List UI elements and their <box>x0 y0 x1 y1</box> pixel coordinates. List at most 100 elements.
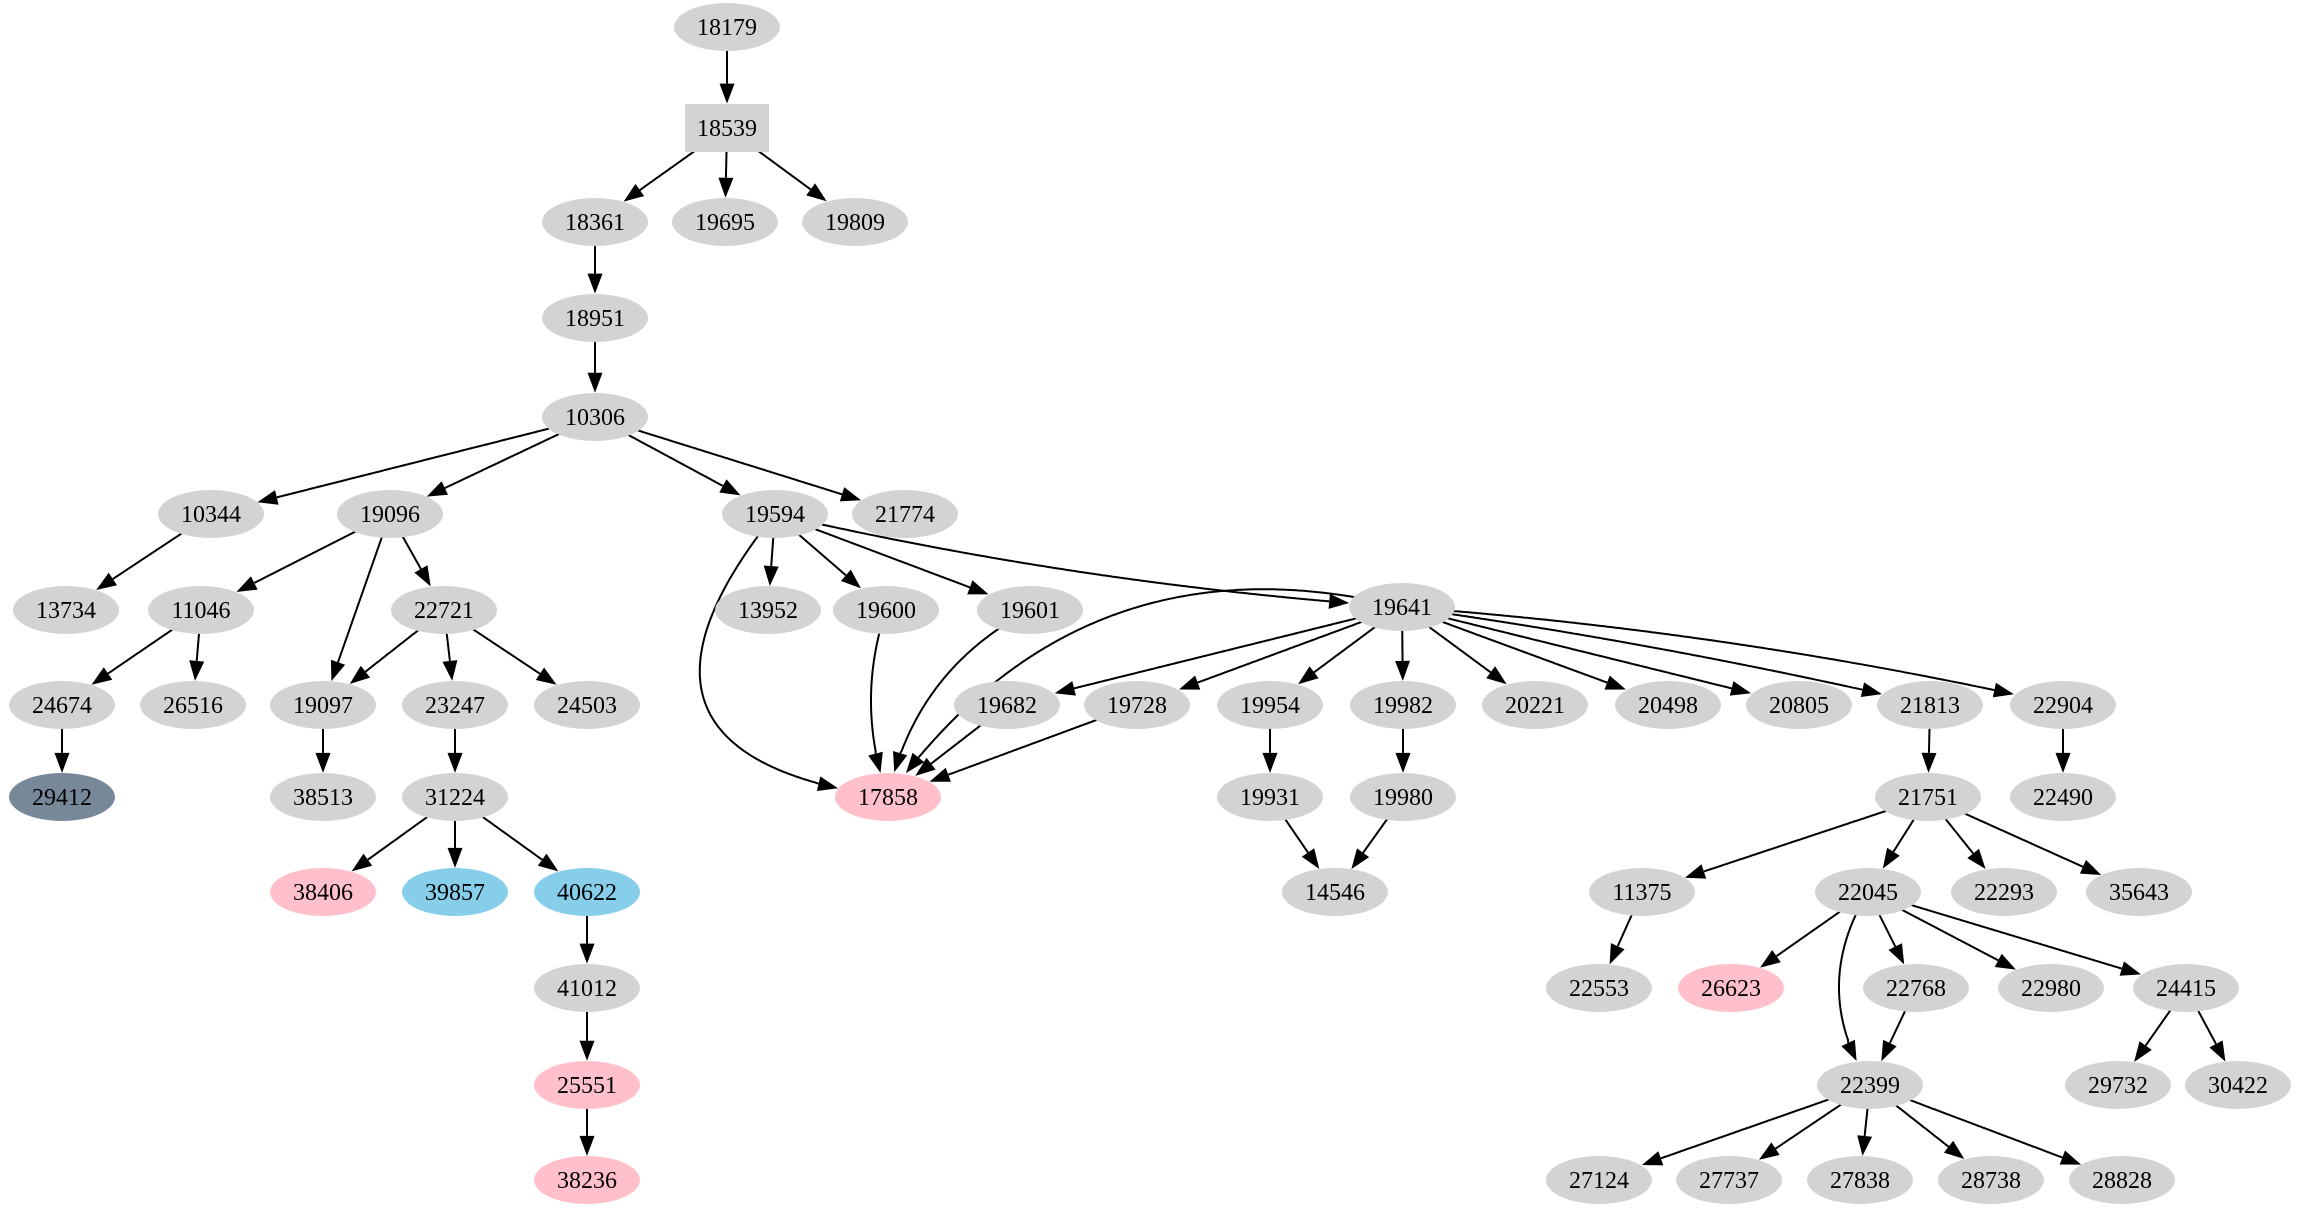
graph-node-22721: 22721 <box>391 586 497 634</box>
node-label: 30422 <box>2208 1073 2268 1099</box>
node-label: 10306 <box>565 405 625 431</box>
graph-node-40622: 40622 <box>534 868 640 916</box>
edge-arrowhead-icon <box>2059 1150 2082 1165</box>
node-label: 20498 <box>1638 693 1698 719</box>
node-ellipse <box>1877 681 1983 729</box>
edge-arrowhead-icon <box>349 665 371 684</box>
node-label: 28738 <box>1961 1168 2021 1194</box>
graph-node-22768: 22768 <box>1863 964 1969 1012</box>
node-box <box>685 104 769 152</box>
edge-arrowhead-icon <box>91 667 113 685</box>
node-label: 14546 <box>1305 880 1365 906</box>
node-ellipse <box>852 490 958 538</box>
node-ellipse <box>954 681 1060 729</box>
node-label: 38406 <box>293 880 353 906</box>
edge-arrowhead-icon <box>905 752 925 774</box>
edge-arrowhead-icon <box>414 565 431 587</box>
graph-node-19682: 19682 <box>954 681 1060 729</box>
node-ellipse <box>1217 773 1323 821</box>
edge-arrowhead-icon <box>839 487 862 502</box>
node-ellipse <box>2185 1061 2291 1109</box>
graph-node-13952: 13952 <box>715 586 821 634</box>
graph-node-27737: 27737 <box>1676 1156 1782 1204</box>
node-label: 19594 <box>745 502 805 528</box>
node-label: 22721 <box>414 598 474 624</box>
edge-arrowhead-icon <box>1395 660 1410 681</box>
graph-edge-19096-19097 <box>330 513 391 682</box>
graph-node-21813: 21813 <box>1877 681 1983 729</box>
graph-node-14546: 14546 <box>1282 868 1388 916</box>
node-ellipse <box>722 490 828 538</box>
node-label: 31224 <box>425 785 485 811</box>
node-label: 18539 <box>697 116 757 142</box>
node-label: 19728 <box>1107 693 1167 719</box>
graph-node-19641: 19641 <box>1349 583 1455 631</box>
edge-arrowhead-icon <box>1759 1142 1780 1160</box>
graph-node-27124: 27124 <box>1546 1156 1652 1204</box>
edge-arrowhead-icon <box>1609 943 1625 965</box>
graph-node-26516: 26516 <box>140 681 246 729</box>
node-ellipse <box>1084 681 1190 729</box>
node-ellipse <box>1546 964 1652 1012</box>
edge-arrowhead-icon <box>2055 752 2071 773</box>
edge-arrowhead-icon <box>1992 682 2014 698</box>
edge-arrowhead-icon <box>1179 675 1201 690</box>
edge-line <box>1073 606 1403 690</box>
graph-node-30422: 30422 <box>2185 1061 2291 1109</box>
edge-arrowhead-icon <box>1301 848 1320 869</box>
node-ellipse <box>1349 583 1455 631</box>
graph-node-41012: 41012 <box>534 964 640 1012</box>
graph-edge-22045-22399 <box>1838 891 1869 1061</box>
edge-arrowhead-icon <box>579 1040 595 1061</box>
graph-node-20498: 20498 <box>1615 681 1721 729</box>
edge-arrowhead-icon <box>447 752 463 773</box>
node-label: 19096 <box>360 502 420 528</box>
node-ellipse <box>1815 868 1921 916</box>
node-label: 19931 <box>1240 785 1300 811</box>
node-ellipse <box>270 681 376 729</box>
node-label: 19641 <box>1372 595 1432 621</box>
graph-node-22293: 22293 <box>1951 868 2057 916</box>
graph-node-31224: 31224 <box>402 773 508 821</box>
node-label: 22293 <box>1974 880 2034 906</box>
graph-node-10344: 10344 <box>158 490 264 538</box>
graph-node-20221: 20221 <box>1482 681 1588 729</box>
node-label: 11375 <box>1612 880 1671 906</box>
edge-line <box>1401 606 1995 692</box>
node-ellipse <box>2010 681 2116 729</box>
node-ellipse <box>542 198 648 246</box>
node-label: 21774 <box>875 502 935 528</box>
node-ellipse <box>1807 1156 1913 1204</box>
node-label: 22768 <box>1886 976 1946 1002</box>
edge-arrowhead-icon <box>1298 666 1319 685</box>
node-label: 19600 <box>856 598 916 624</box>
graph-edge-19600-17858 <box>868 609 887 773</box>
graph-node-19809: 19809 <box>802 198 908 246</box>
node-label: 19601 <box>1000 598 1060 624</box>
node-label: 22045 <box>1838 880 1898 906</box>
edge-arrowhead-icon <box>1860 682 1882 697</box>
node-label: 41012 <box>557 976 617 1002</box>
node-label: 19980 <box>1373 785 1433 811</box>
node-ellipse <box>1482 681 1588 729</box>
node-ellipse <box>534 1156 640 1204</box>
node-label: 21813 <box>1900 693 1960 719</box>
graph-node-19931: 19931 <box>1217 773 1323 821</box>
graph-node-19980: 19980 <box>1350 773 1456 821</box>
node-ellipse <box>1938 1156 2044 1204</box>
node-label: 24415 <box>2156 976 2216 1002</box>
node-label: 19982 <box>1373 693 1433 719</box>
edge-arrowhead-icon <box>763 565 779 586</box>
edge-arrowhead-icon <box>1760 950 1781 968</box>
graph-node-28738: 28738 <box>1938 1156 2044 1204</box>
node-label: 13952 <box>738 598 798 624</box>
edge-arrowhead-icon <box>537 853 559 872</box>
edge-arrowhead-icon <box>535 667 557 685</box>
node-ellipse <box>1998 964 2104 1012</box>
node-ellipse <box>1546 1156 1652 1204</box>
edge-arrowhead-icon <box>816 776 839 791</box>
edge-arrowhead-icon <box>189 660 205 681</box>
